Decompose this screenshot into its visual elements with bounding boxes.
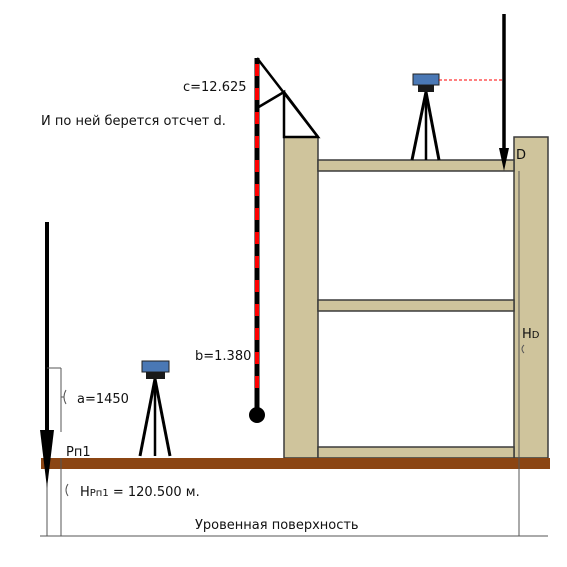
benchmark-arrow-icon	[40, 430, 54, 488]
staff-red-segment	[255, 208, 259, 220]
top-staff	[499, 14, 509, 171]
b-reading-label: b=1.380	[195, 349, 251, 364]
staff-red-segment	[255, 232, 259, 244]
ground-surface	[41, 458, 550, 469]
middle-floor-slab	[317, 299, 515, 312]
point-d-height-sub: D	[532, 330, 540, 341]
bottom-floor-slab	[317, 446, 515, 459]
staff-red-segment	[255, 64, 259, 76]
hd-bracket-icon	[521, 344, 525, 354]
staff-red-segment	[255, 112, 259, 124]
top-floor-slab	[317, 159, 515, 172]
benchmark-height-sub: Рп1	[90, 488, 109, 499]
note-label: И по ней берется отсчет d.	[41, 114, 226, 129]
leveling-staff	[249, 57, 321, 423]
a-reading-label: a=1450	[77, 392, 129, 407]
point-d-arrow-icon	[499, 148, 509, 171]
left-level-instrument	[138, 360, 172, 457]
staff-red-segment	[255, 304, 259, 316]
staff-red-segment	[255, 280, 259, 292]
hp-bracket-icon	[65, 483, 69, 497]
c-reading-label: c=12.625	[183, 80, 247, 95]
staff-red-segment	[255, 136, 259, 148]
staff-red-segment	[255, 184, 259, 196]
datum-surface-label: Уровенная поверхность	[195, 518, 359, 533]
benchmark-staff	[40, 222, 69, 497]
point-d-label: D	[516, 148, 526, 163]
building	[283, 136, 549, 459]
benchmark-height-label: НРп1 = 120.500 м.	[80, 485, 200, 500]
benchmark-height-value: = 120.500 м.	[109, 485, 200, 500]
staff-red-segment	[255, 376, 259, 388]
staff-red-segment	[255, 328, 259, 340]
staff-red-segment	[255, 160, 259, 172]
benchmark-label: Рп1	[66, 445, 91, 460]
top-level-telescope	[412, 73, 440, 86]
left-level-telescope	[141, 360, 170, 373]
staff-red-segment	[255, 88, 259, 100]
point-d-height-label: НD	[522, 327, 540, 342]
staff-plumb-bob-icon	[249, 407, 265, 423]
top-level-instrument	[410, 73, 504, 161]
a-bracket-icon	[63, 389, 67, 405]
staff-red-segment	[255, 352, 259, 364]
point-d-height-prefix: Н	[522, 327, 532, 342]
benchmark-height-prefix: Н	[80, 485, 90, 500]
right-wall	[513, 136, 549, 459]
left-wall	[283, 136, 319, 459]
staff-red-segment	[255, 256, 259, 268]
